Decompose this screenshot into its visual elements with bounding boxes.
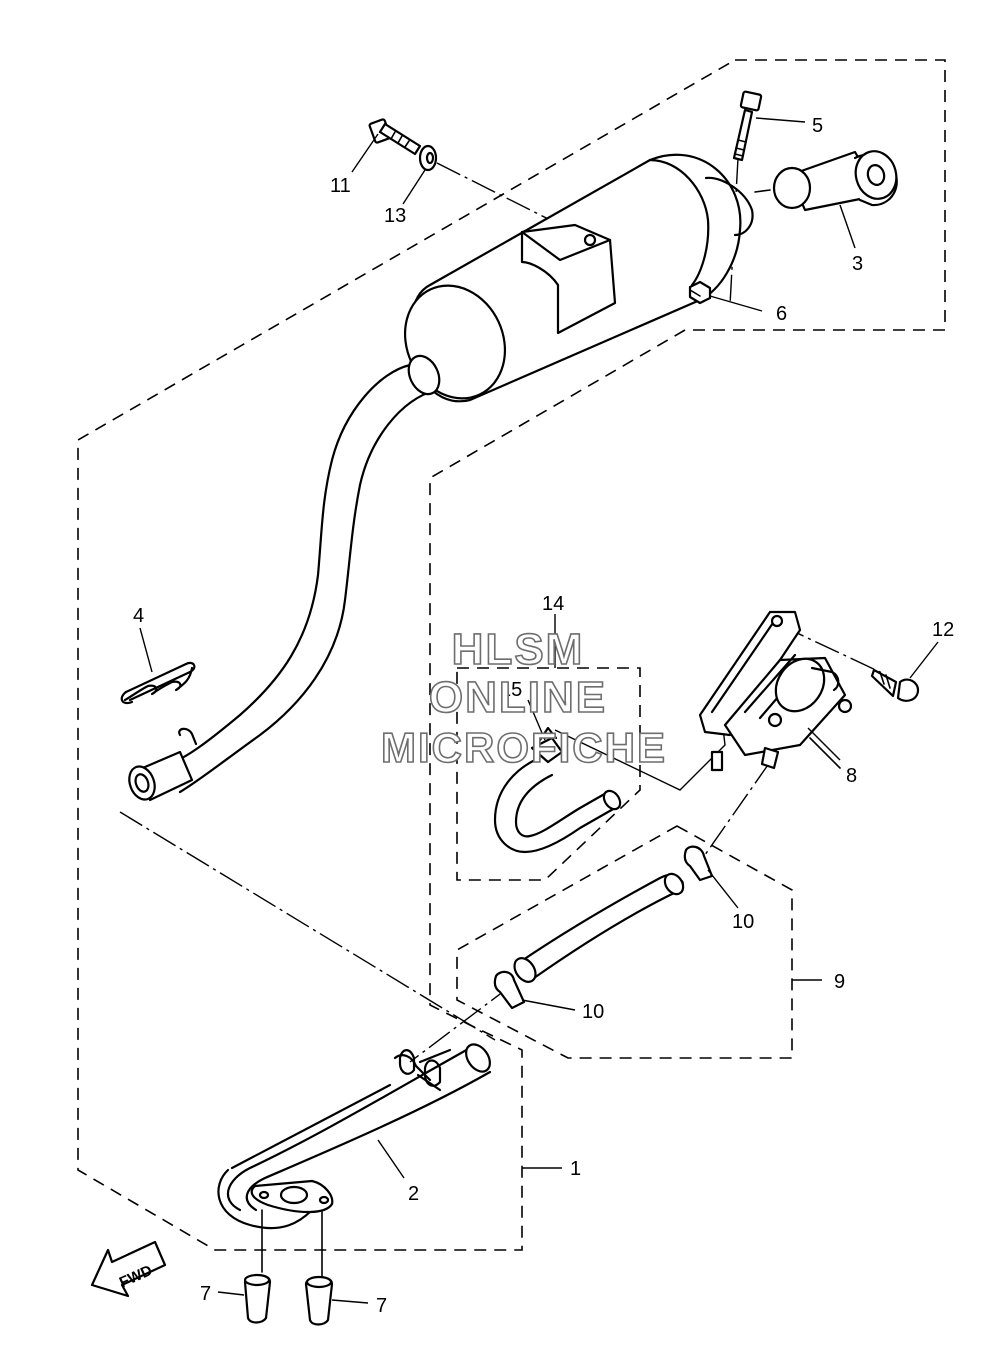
fwd-arrow: FWD (90, 1240, 167, 1298)
align-hose-to-header (409, 984, 513, 1063)
muffler-pipe (128, 354, 441, 802)
callout-13: 13 (384, 205, 406, 227)
callout-7-left: 7 (200, 1283, 211, 1305)
callout-5: 5 (812, 115, 823, 137)
callout-1: 1 (570, 1158, 581, 1180)
leader-15 (527, 699, 546, 741)
leader-10b (521, 999, 576, 1011)
exhaust-header-pipe (217, 1043, 492, 1279)
callout-10-upper: 10 (732, 911, 754, 933)
air-induction-valve (698, 610, 853, 772)
align-pipe-to-header (119, 811, 496, 1041)
bolt-5 (732, 90, 763, 162)
muffler-outlet-tip (754, 150, 898, 212)
callout-15: 15 (500, 679, 522, 701)
cap-7-right (304, 1275, 334, 1326)
callout-6: 6 (776, 303, 787, 325)
pump-hose (493, 726, 622, 854)
hose-assembly-9-boundary (456, 825, 793, 1059)
callout-8: 8 (846, 765, 857, 787)
nut-6 (688, 280, 712, 305)
callout-10-lower: 10 (582, 1001, 604, 1023)
leader-6 (709, 295, 763, 312)
leader-10a (707, 869, 739, 909)
spring (120, 661, 196, 705)
align-pump-to-hose (699, 761, 771, 863)
leader-5 (755, 117, 806, 123)
watermark-line-2: ONLINE (429, 673, 607, 722)
header-band (398, 1049, 442, 1087)
callout-labels: 1 2 3 4 5 6 7 7 8 9 10 10 11 12 13 14 15 (133, 115, 954, 1317)
leader-7b (331, 1299, 369, 1304)
callout-7-right: 7 (376, 1295, 387, 1317)
pump-hose-assembly-boundary (456, 667, 641, 881)
hose-clamp-10-lower (493, 970, 526, 1010)
callout-9: 9 (834, 971, 845, 993)
callout-2: 2 (408, 1183, 419, 1205)
leader-4 (139, 627, 153, 673)
leader-7a (217, 1291, 245, 1296)
leader-lines (139, 117, 939, 1304)
hose-clamp-10-upper (683, 845, 714, 882)
leader-2 (377, 1139, 405, 1179)
watermark-line-1: HLSM (452, 625, 585, 674)
cap-7-left (243, 1273, 272, 1324)
leader-11 (351, 133, 379, 173)
leader-12 (909, 641, 939, 679)
callout-11: 11 (330, 175, 351, 197)
callout-12: 12 (932, 619, 954, 641)
leader-13 (402, 169, 426, 205)
callout-14: 14 (542, 593, 564, 615)
watermark: HLSM ONLINE MICROFICHE (380, 624, 667, 772)
hose-assembly-9 (513, 872, 685, 983)
leader-8 (807, 727, 841, 761)
leader-3 (839, 204, 856, 249)
bolt-11 (368, 118, 422, 156)
align-bolt-to-muffler (729, 157, 739, 306)
washer-13 (418, 144, 438, 172)
watermark-line-3: MICROFICHE (381, 724, 667, 771)
screw-12 (870, 668, 920, 702)
callout-3: 3 (852, 253, 863, 275)
callout-4: 4 (133, 605, 144, 627)
